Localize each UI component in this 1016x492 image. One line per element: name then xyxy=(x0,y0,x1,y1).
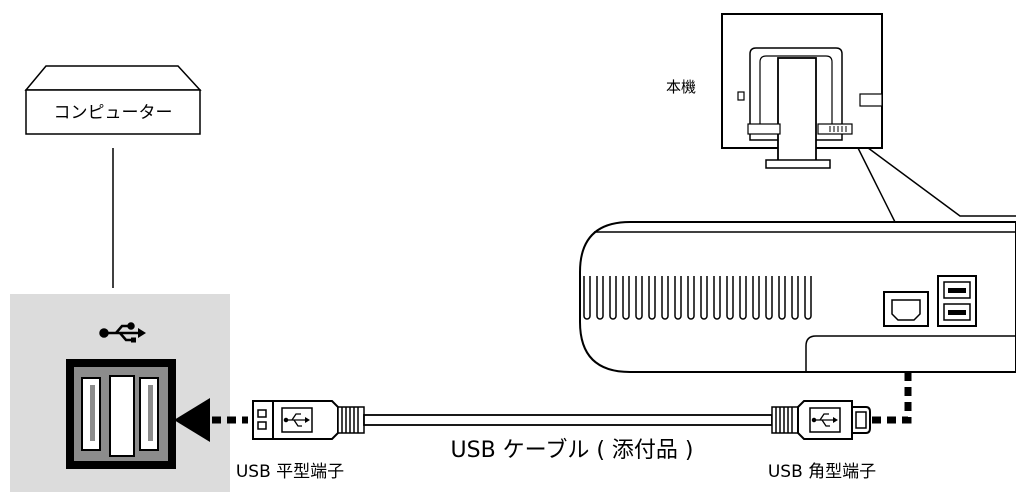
square-terminal-label: USB 角型端子 xyxy=(768,462,876,482)
usb-icon xyxy=(99,322,146,343)
usb-square-connector xyxy=(771,400,871,440)
monitor-base-detail xyxy=(579,221,1016,373)
computer-box: コンピューター xyxy=(24,65,202,135)
usb-icon xyxy=(811,413,838,427)
computer-label: コンピューター xyxy=(54,103,173,123)
square-usb-port xyxy=(883,291,929,327)
vent-slots xyxy=(583,276,812,320)
stacked-usb-ports xyxy=(937,275,977,327)
arrow-to-computer xyxy=(174,398,248,442)
computer-usb-panel xyxy=(10,294,230,492)
usb-icon xyxy=(283,413,310,427)
monitor-rear-view xyxy=(721,13,883,169)
cable-label: USB ケーブル ( 添付品 ) xyxy=(451,438,694,463)
monitor-label: 本機 xyxy=(666,78,696,96)
flat-terminal-label: USB 平型端子 xyxy=(236,462,344,482)
zoom-callout xyxy=(851,135,1016,223)
flat-usb-port xyxy=(66,359,176,469)
usb-cable xyxy=(363,414,773,426)
usb-flat-connector xyxy=(252,400,365,440)
